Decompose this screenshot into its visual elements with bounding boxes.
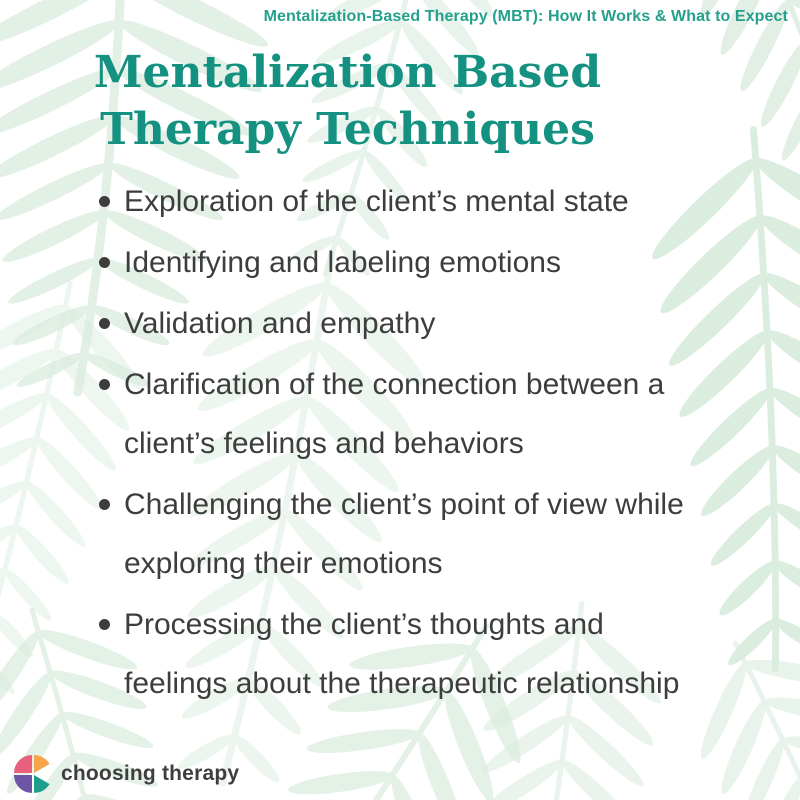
- page-title-line1: Mentalization Based: [93, 47, 602, 98]
- logo-petal-orange: [34, 755, 52, 773]
- logo-petal-teal: [34, 775, 52, 793]
- choosing-therapy-logo-icon: [14, 755, 52, 793]
- logo-petal-purple: [14, 775, 32, 793]
- list-item: Clarification of the connection between …: [97, 355, 775, 473]
- list-item: Challenging the client’s point of view w…: [97, 475, 775, 593]
- article-title: Mentalization-Based Therapy (MBT): How I…: [263, 8, 788, 25]
- logo-petal-pink: [14, 755, 32, 773]
- choosing-therapy-logo: choosing therapy: [14, 755, 239, 793]
- page-title-line2: Therapy Techniques: [100, 104, 595, 155]
- list-item: Identifying and labeling emotions: [97, 233, 775, 292]
- list-item: Validation and empathy: [97, 294, 775, 353]
- logo-wordmark: choosing therapy: [61, 762, 240, 785]
- techniques-list: Exploration of the client’s mental state…: [97, 172, 775, 715]
- page-title: Mentalization Based Therapy Techniques: [0, 44, 695, 158]
- list-item: Exploration of the client’s mental state: [97, 172, 775, 231]
- list-item: Processing the client’s thoughts and fee…: [97, 595, 775, 713]
